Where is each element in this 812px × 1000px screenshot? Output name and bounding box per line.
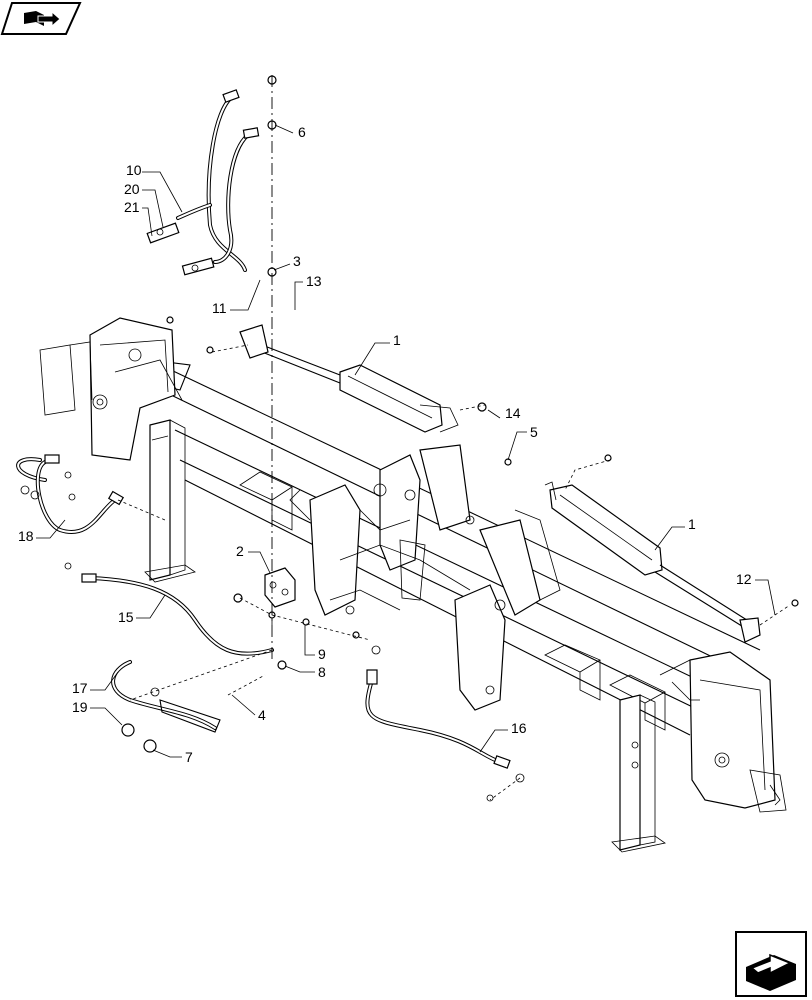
callout-16: 16 <box>511 720 527 736</box>
callout-4: 4 <box>258 707 266 723</box>
next-page-arrow-icon[interactable] <box>735 931 807 997</box>
hose-11 <box>206 89 260 272</box>
callout-18: 18 <box>18 528 34 544</box>
hose-17 <box>111 660 221 753</box>
callout-11: 11 <box>212 300 227 316</box>
callout-1-upper: 1 <box>393 332 401 348</box>
fasteners <box>166 75 799 670</box>
hose-15 <box>64 562 274 656</box>
hose-10-fittings <box>146 203 215 276</box>
hose-18 <box>16 454 125 534</box>
assembly-lines <box>117 75 791 801</box>
callout-13: 13 <box>306 273 322 289</box>
callout-5: 5 <box>530 424 538 440</box>
callout-1-lower: 1 <box>688 516 696 532</box>
callout-8: 8 <box>318 664 326 680</box>
callout-6: 6 <box>298 124 306 140</box>
callout-10: 10 <box>126 162 142 178</box>
book-arrow-icon[interactable] <box>0 1 82 35</box>
callout-2: 2 <box>236 543 244 559</box>
callout-20: 20 <box>124 181 140 197</box>
callouts: 6 10 20 21 3 13 11 1 14 5 1 18 2 <box>18 124 776 765</box>
callout-17: 17 <box>72 680 88 696</box>
callout-21: 21 <box>124 199 140 215</box>
toolbar-frame <box>39 317 787 853</box>
cylinder-lower <box>544 481 761 643</box>
callout-19: 19 <box>72 699 88 715</box>
callout-3: 3 <box>293 253 301 269</box>
callout-14: 14 <box>505 405 521 421</box>
callout-7: 7 <box>185 749 193 765</box>
callout-15: 15 <box>118 609 134 625</box>
callout-9: 9 <box>318 646 326 662</box>
hose-16 <box>365 645 525 802</box>
valve-block <box>264 567 296 625</box>
cylinder-upper <box>239 324 459 433</box>
callout-12: 12 <box>736 571 752 587</box>
